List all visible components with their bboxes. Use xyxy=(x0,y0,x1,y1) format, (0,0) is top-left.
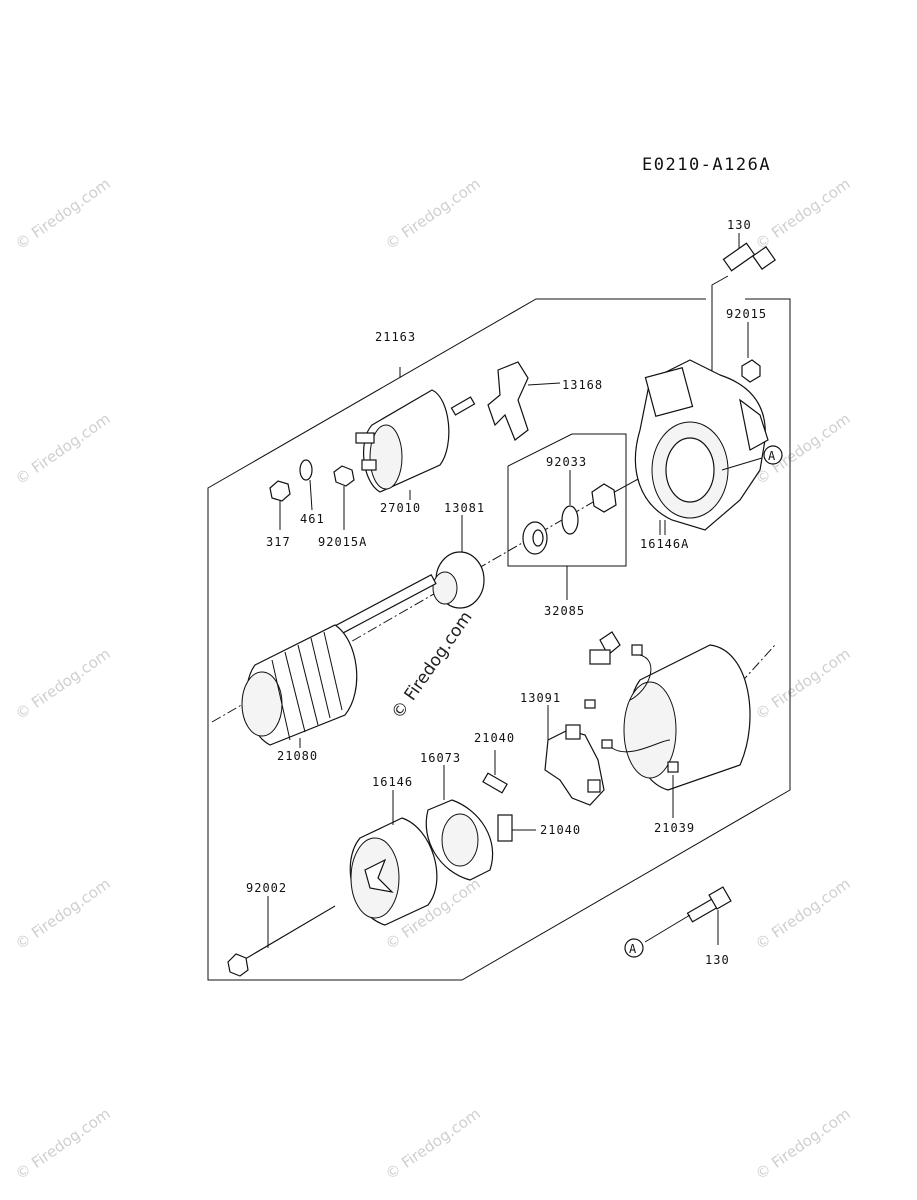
watermark: © Firedog.com xyxy=(12,410,114,489)
cover-16146 xyxy=(349,790,438,926)
label-21040-upper: 21040 xyxy=(474,731,515,745)
watermark: © Firedog.com xyxy=(12,1105,114,1184)
pinion-13081 xyxy=(432,515,485,609)
watermark-center: © Firedog.com xyxy=(388,608,477,723)
watermark: © Firedog.com xyxy=(12,175,114,254)
ring-92033 xyxy=(561,470,579,535)
label-130-bottom: 130 xyxy=(705,953,730,967)
diagram-code: E0210-A126A xyxy=(642,155,771,175)
reference-a-top: A xyxy=(721,445,783,471)
bolt-130-bottom xyxy=(644,886,732,945)
label-13081: 13081 xyxy=(444,501,485,515)
part-labels: 130 92015 21163 13168 92033 317 461 9201… xyxy=(246,218,767,967)
assembly-frame xyxy=(207,298,791,981)
plate-16073 xyxy=(425,765,494,881)
washer-461 xyxy=(299,459,313,511)
watermark: © Firedog.com xyxy=(12,875,114,954)
label-16146A: 16146A xyxy=(640,537,689,551)
watermark: © Firedog.com xyxy=(752,175,854,254)
brush-holder-13091 xyxy=(544,705,605,806)
label-92015A: 92015A xyxy=(318,535,367,549)
label-16146: 16146 xyxy=(372,775,413,789)
watermark: © Firedog.com xyxy=(382,1105,484,1184)
stop-ring xyxy=(591,483,617,513)
reference-a-bottom: A xyxy=(624,938,644,958)
label-92002: 92002 xyxy=(246,881,287,895)
kit-bracket xyxy=(507,433,627,567)
nut-92015A xyxy=(333,465,355,530)
label-21080: 21080 xyxy=(277,749,318,763)
label-21163: 21163 xyxy=(375,330,416,344)
svg-text:A: A xyxy=(629,942,637,956)
housing-16146A xyxy=(634,359,769,535)
watermark: © Firedog.com xyxy=(752,875,854,954)
collar xyxy=(522,521,548,555)
label-21039: 21039 xyxy=(654,821,695,835)
nut-92015 xyxy=(741,322,761,383)
solenoid-27010 xyxy=(355,389,476,493)
label-13091: 13091 xyxy=(520,691,561,705)
label-461: 461 xyxy=(300,512,325,526)
bolt-130-top xyxy=(659,233,776,393)
label-13168: 13168 xyxy=(562,378,603,392)
svg-text:A: A xyxy=(768,449,776,463)
spring-21040-lower xyxy=(497,814,536,842)
watermark: © Firedog.com xyxy=(752,645,854,724)
label-27010: 27010 xyxy=(380,501,421,515)
label-92015: 92015 xyxy=(726,307,767,321)
watermark: © Firedog.com xyxy=(752,1105,854,1184)
label-16073: 16073 xyxy=(420,751,461,765)
yoke-field-coil xyxy=(584,631,751,791)
lever-13168 xyxy=(487,361,561,441)
label-317: 317 xyxy=(266,535,291,549)
spring-21040-upper xyxy=(482,750,508,794)
watermark: © Firedog.com xyxy=(382,175,484,254)
bolt-92002 xyxy=(227,896,336,977)
label-32085: 32085 xyxy=(544,604,585,618)
label-21040-lower: 21040 xyxy=(540,823,581,837)
watermark: © Firedog.com xyxy=(12,645,114,724)
armature-21080 xyxy=(241,573,437,748)
label-92033: 92033 xyxy=(546,455,587,469)
label-130-top: 130 xyxy=(727,218,752,232)
nut-317 xyxy=(269,480,291,530)
